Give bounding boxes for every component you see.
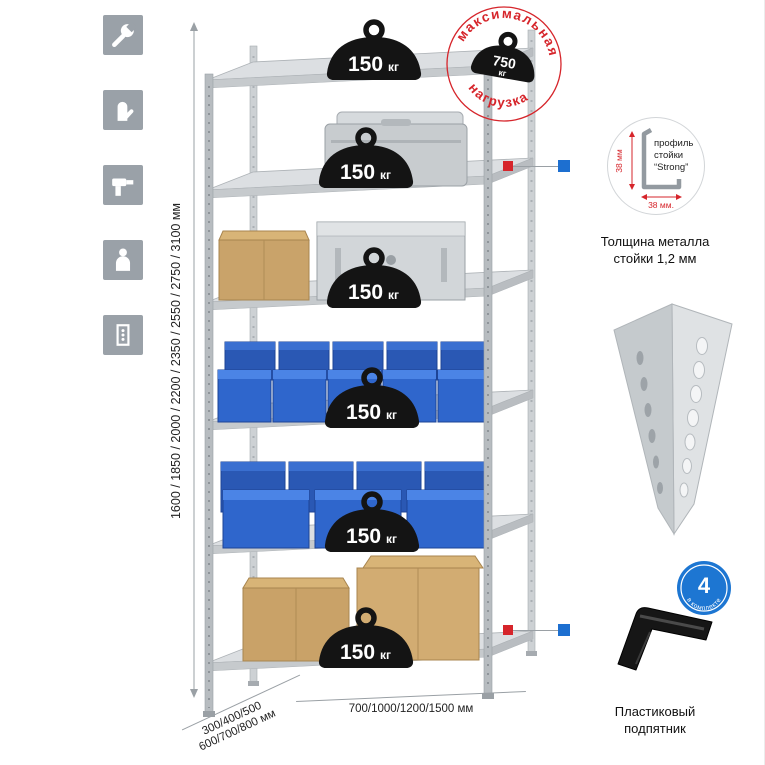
glove-icon [117, 101, 134, 121]
weight-icon: 150 кг [318, 127, 414, 188]
shelf-load-badge: 150 кг [310, 126, 422, 190]
profile-detail-circle: 38 мм 38 мм. профиль стойки “Strong” [607, 117, 705, 215]
wrench-icon [112, 22, 136, 48]
svg-text:кг: кг [380, 648, 391, 662]
shelf-load-badge: 150 кг [316, 490, 428, 554]
feature-tile [103, 90, 143, 130]
height-dimension-label: 1600 / 1850 / 2000 / 2200 / 2350 / 2550 … [169, 202, 183, 520]
svg-text:150: 150 [340, 641, 375, 664]
red-marker-top [503, 161, 513, 171]
kit-count-badge-icon: 4 в комплекте [677, 561, 731, 615]
dim-horizontal: 38 мм. [648, 200, 674, 210]
shelf-load-badge: 150 кг [318, 18, 430, 82]
shelf-load-badge: 150 кг [310, 606, 422, 670]
blue-marker-top [558, 160, 570, 172]
svg-text:150: 150 [348, 281, 383, 304]
feature-tile [103, 240, 143, 280]
feature-tile [103, 15, 143, 55]
callout-line-top [512, 166, 564, 167]
shelving-rack-illustration [203, 29, 537, 717]
dim-vertical: 38 мм [614, 149, 624, 173]
foot-caption: Пластиковый подпятник [614, 704, 696, 736]
shelf-load-badge: 150 кг [316, 366, 428, 430]
corner-post-image [613, 303, 733, 536]
svg-text:150: 150 [340, 161, 375, 184]
width-dimension-label: 700/1000/1200/1500 мм [348, 703, 474, 715]
svg-text:кг: кг [388, 288, 399, 302]
svg-text:150: 150 [346, 525, 381, 548]
stamp-icon: максимальная нагрузка 750 кг [446, 0, 568, 122]
weight-icon: 150 кг [318, 607, 414, 668]
stamp-arc-bottom: нагрузка [463, 79, 533, 116]
feature-tile [103, 165, 143, 205]
shelf-load-badge: 150 кг [318, 246, 430, 310]
load-value: 150 [348, 53, 383, 76]
svg-text:стойки: стойки [654, 150, 683, 161]
weight-icon: 150 кг [326, 247, 422, 308]
rack-profile-icon [116, 324, 130, 346]
svg-text:профиль: профиль [654, 138, 693, 149]
plastic-foot-image [617, 607, 713, 671]
svg-text:150: 150 [346, 401, 381, 424]
svg-text:“Strong”: “Strong” [654, 162, 688, 173]
weight-icon: 150 кг [324, 367, 420, 428]
profile-caption: Толщина металла стойки 1,2 мм [600, 234, 710, 266]
load-unit: кг [388, 60, 399, 74]
kit-count-badge: 4 в комплекте [676, 560, 732, 616]
svg-text:4: 4 [698, 573, 711, 598]
feature-tile [103, 315, 143, 355]
red-marker-bottom [503, 625, 513, 635]
weight-icon: 150 кг [324, 491, 420, 552]
profile-section-icon: 38 мм 38 мм. профиль стойки “Strong” [614, 128, 693, 210]
svg-text:кг: кг [498, 67, 508, 78]
callout-line-bottom [512, 630, 564, 631]
svg-text:кг: кг [386, 532, 397, 546]
max-load-stamp: максимальная нагрузка 750 кг [444, 0, 568, 124]
blue-marker-bottom [558, 624, 570, 636]
weight-icon: 150 кг [326, 19, 422, 80]
cardboard-box-small [218, 230, 310, 301]
drill-icon [112, 178, 134, 196]
person-icon [115, 248, 131, 271]
svg-text:750: 750 [491, 52, 517, 72]
svg-text:кг: кг [386, 408, 397, 422]
svg-text:нагрузка: нагрузка [463, 79, 533, 116]
height-dimension-line [190, 22, 198, 698]
svg-text:кг: кг [380, 168, 391, 182]
